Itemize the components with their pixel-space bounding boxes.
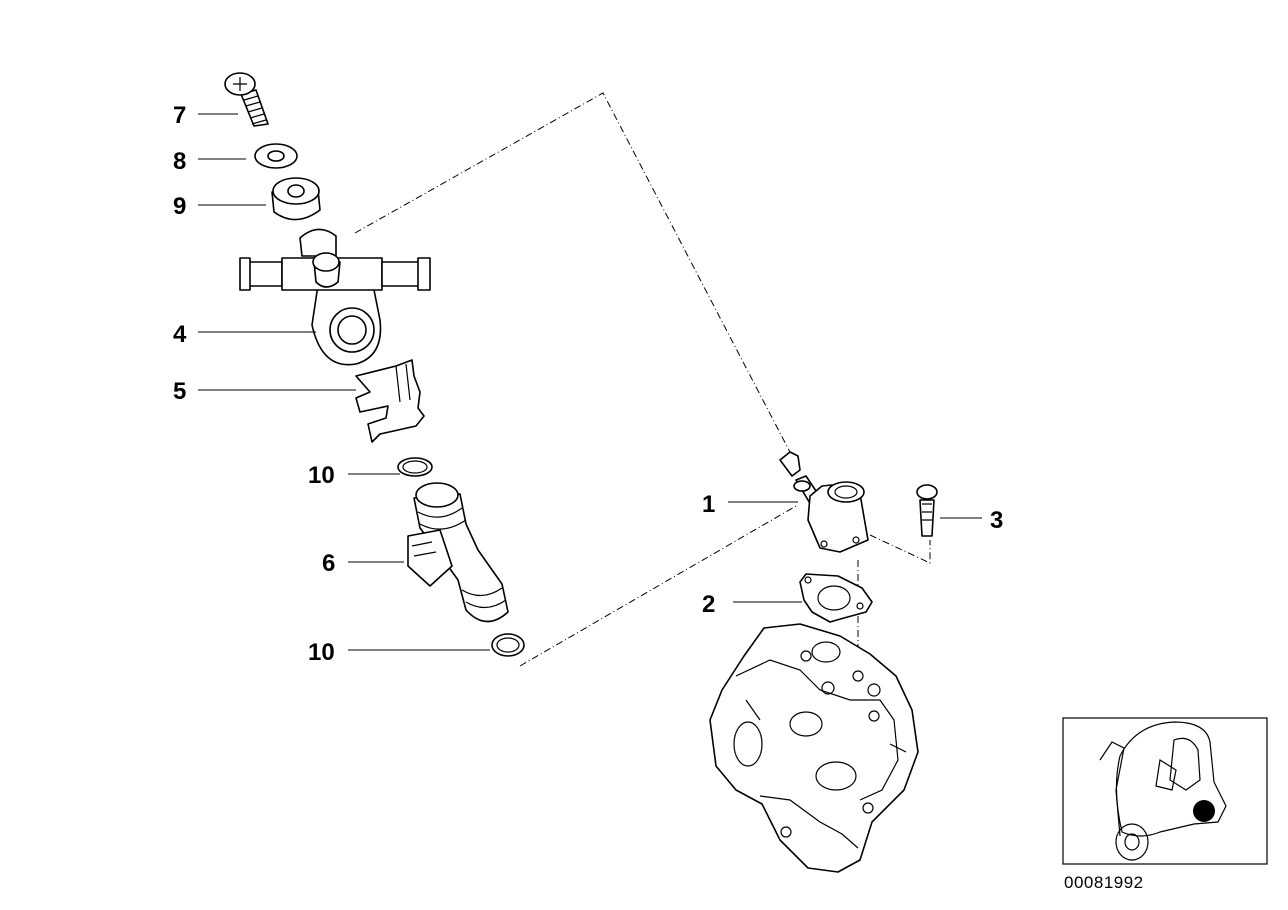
- part-7-screw: [224, 72, 269, 127]
- cylinder-head: [709, 623, 919, 873]
- part-10-o-ring-lower: [491, 633, 525, 657]
- part-3-bolt: [916, 484, 938, 537]
- callout-9: 9: [173, 193, 186, 220]
- callout-2: 2: [702, 591, 715, 618]
- part-1-throttle-body: [779, 451, 869, 553]
- callout-4: 4: [173, 321, 187, 348]
- callout-1: 1: [702, 491, 715, 518]
- part-2-gasket: [799, 573, 873, 623]
- callout-5: 5: [173, 378, 186, 405]
- location-inset: [1062, 717, 1268, 865]
- callout-10-upper: 10: [308, 462, 335, 489]
- part-9-grommet: [271, 177, 321, 221]
- callout-10-lower: 10: [308, 639, 335, 666]
- document-number: 00081992: [1064, 873, 1144, 892]
- leader-lines: [198, 113, 982, 651]
- callout-7: 7: [173, 102, 186, 129]
- assembly-lines: [354, 92, 931, 676]
- location-marker: [1193, 800, 1215, 822]
- part-6-fuel-injector: [407, 482, 509, 623]
- callout-8: 8: [173, 148, 186, 175]
- part-4-fuel-distributor: [239, 228, 431, 366]
- part-8-washer: [254, 143, 298, 169]
- callout-6: 6: [322, 550, 335, 577]
- callout-3: 3: [990, 507, 1003, 534]
- part-10-o-ring-upper: [397, 457, 433, 477]
- callouts: 7 8 9 4 5 10 6 10 1 2 3: [173, 102, 1003, 666]
- scooter-icon: [1099, 721, 1227, 861]
- part-5-retaining-clip: [355, 359, 425, 443]
